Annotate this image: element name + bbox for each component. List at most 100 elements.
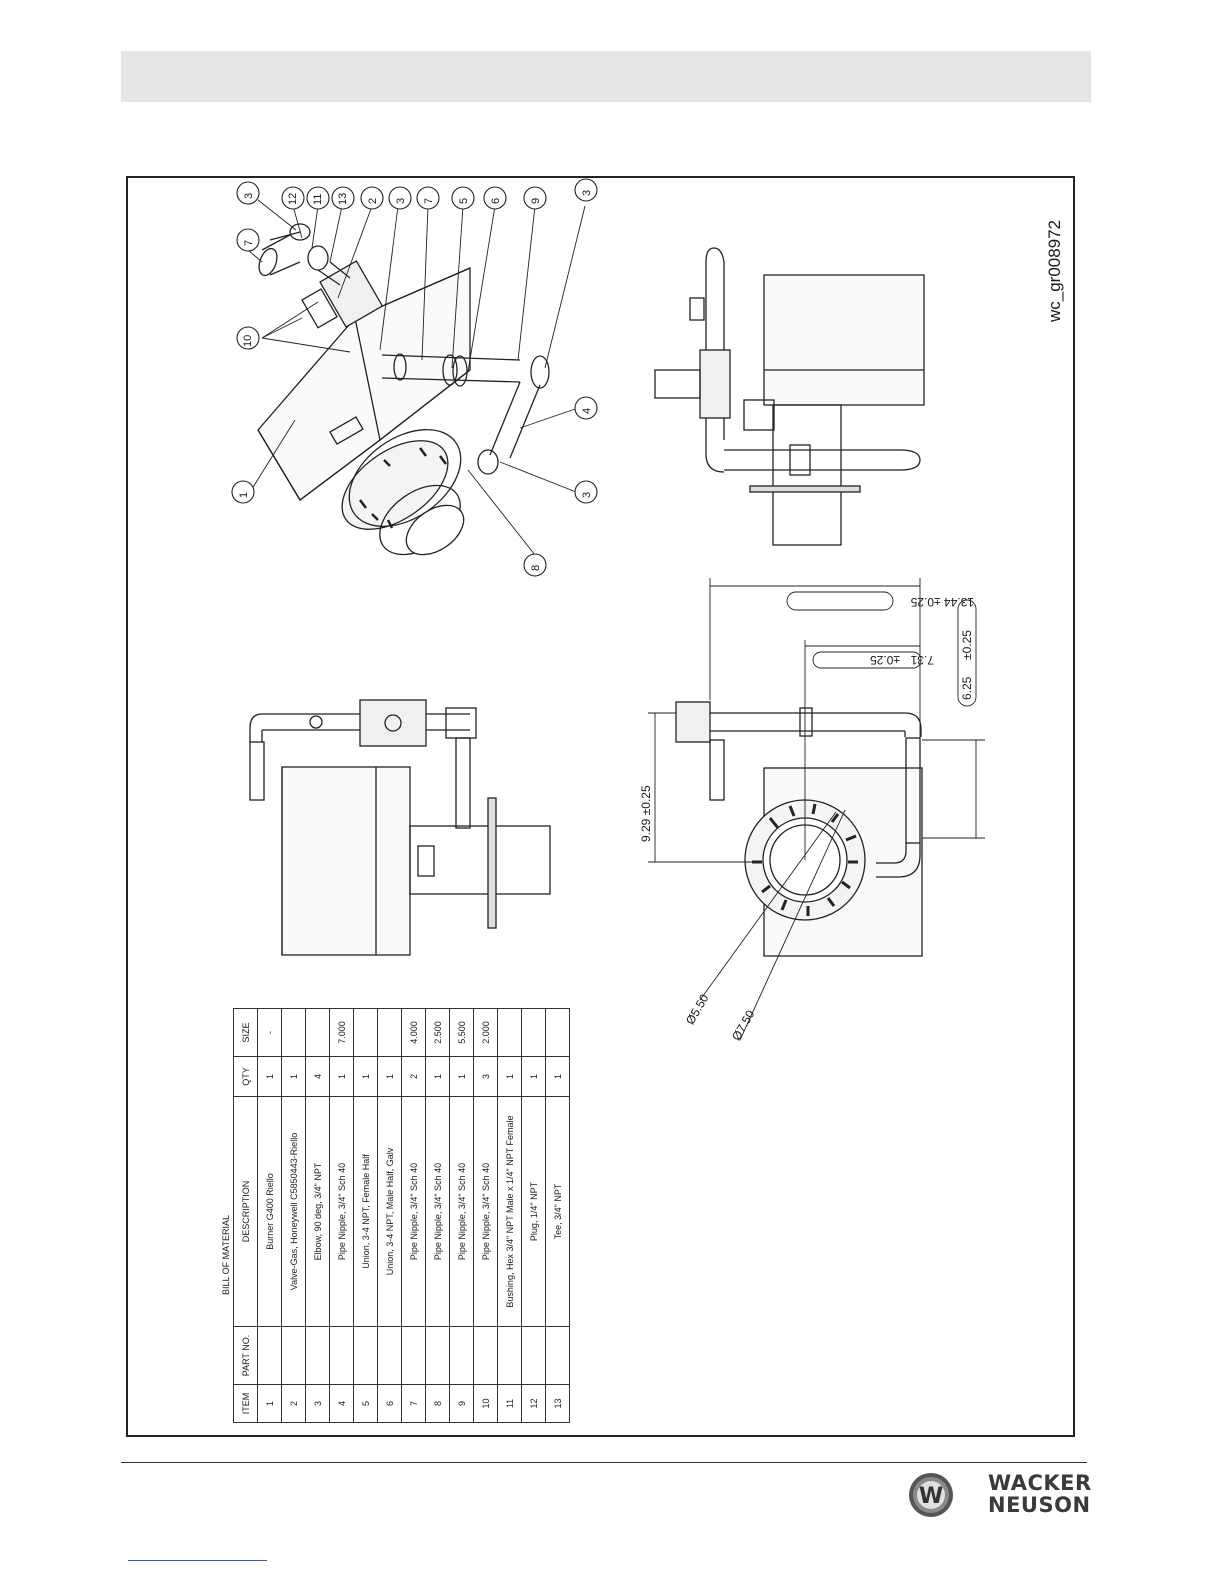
bom-qty: 1 [521,1056,546,1097]
bom-size: 4.000 [401,1008,426,1057]
bom-size: - [257,1008,282,1057]
bom-part [497,1326,522,1385]
bom-part [401,1326,426,1385]
header-band [121,51,1091,102]
bom-header-description: DESCRIPTION [233,1096,258,1327]
bom-item: 5 [353,1384,378,1423]
side-view [249,699,551,956]
bom-item: 12 [521,1384,546,1423]
bom-size: 5.500 [449,1008,474,1057]
bom-size [377,1008,402,1057]
bom-size: 2.500 [425,1008,450,1057]
bom-qty: 1 [497,1056,522,1097]
dimension-7-31-tol: ±0.25 [870,653,900,667]
bom-size [353,1008,378,1057]
bom-desc: Burner G400 Riello [257,1096,282,1327]
bom-item: 7 [401,1384,426,1423]
bom-size [281,1008,306,1057]
bom-item: 4 [329,1384,354,1423]
bom-part [281,1326,306,1385]
dimension-6-25-tol: ±0.25 [960,630,974,660]
dimension-13-44: 13.44 ±0.25 [910,595,974,609]
bom-size [497,1008,522,1057]
bom-header-part: PART NO. [233,1326,258,1385]
bom-title: BILL OF MATERIAL [221,1214,231,1295]
bom-desc: Pipe Nipple, 3/4" Sch 40 [401,1096,426,1327]
bom-desc: Pipe Nipple, 3/4" Sch 40 [425,1096,450,1327]
dimension-7-31: 7.31 [910,653,934,667]
bom-size [545,1008,570,1057]
isometric-view [231,178,598,577]
callout-3a: 3 [243,192,255,199]
callout-5: 5 [458,197,470,204]
bom-size [521,1008,546,1057]
logo-line-2: NEUSON [988,1493,1091,1517]
bom-part [473,1326,498,1385]
bom-qty: 3 [473,1056,498,1097]
bom-item: 13 [545,1384,570,1423]
bom-part [521,1326,546,1385]
bom-header-qty: QTY [233,1056,258,1097]
bom-header-item: ITEM [233,1384,258,1423]
bom-desc: Bushing, Hex 3/4" NPT Male x 1/4" NPT Fe… [497,1096,522,1327]
bom-size: 7.000 [329,1008,354,1057]
callout-3b: 3 [395,197,407,204]
callout-3d: 3 [581,491,593,498]
bom-item: 6 [377,1384,402,1423]
bom-item: 2 [281,1384,306,1423]
bom-table: BILL OF MATERIAL ITEM PART NO. DESCRIPTI… [219,1008,570,1423]
bom-part [305,1326,330,1385]
bom-item: 10 [473,1384,498,1423]
bom-qty: 1 [377,1056,402,1097]
bom-item: 3 [305,1384,330,1423]
bom-qty: 1 [545,1056,570,1097]
bill-of-material: BILL OF MATERIAL ITEM PART NO. DESCRIPTI… [219,1008,570,1423]
callout-10: 10 [242,334,254,347]
rear-view [654,247,925,546]
bom-part [257,1326,282,1385]
callout-6: 6 [490,197,502,204]
logo-mark: W [919,1484,943,1509]
bom-part [545,1326,570,1385]
callout-2: 2 [367,197,379,204]
callout-1: 1 [238,491,250,498]
bom-qty: 1 [353,1056,378,1097]
logo-wordmark: WACKER NEUSON [988,1472,1092,1516]
front-view [648,578,985,1041]
bom-size: 2.000 [473,1008,498,1057]
bom-desc: Union, 3-4 NPT, Male Half, Galv [377,1096,402,1327]
bom-part [449,1326,474,1385]
bom-qty: 1 [425,1056,450,1097]
bom-item: 8 [425,1384,450,1423]
bom-part [425,1326,450,1385]
bom-item: 9 [449,1384,474,1423]
callout-8: 8 [530,564,542,571]
bom-header-size: SIZE [233,1008,258,1057]
bom-size [305,1008,330,1057]
bom-qty: 2 [401,1056,426,1097]
bom-desc: Elbow, 90 deg, 3/4" NPT [305,1096,330,1327]
bom-qty: 1 [329,1056,354,1097]
bom-desc: Valve-Gas, Honeywell C5850443-Riello [281,1096,306,1327]
drawing-number: wc_gr008972 [1045,219,1064,322]
logo-line-1: WACKER [988,1471,1092,1495]
bom-desc: Plug, 1/4" NPT [521,1096,546,1327]
wacker-neuson-logo: W [909,1473,953,1517]
callout-7b: 7 [243,239,255,246]
bom-qty: 1 [449,1056,474,1097]
callout-13: 13 [337,192,349,205]
